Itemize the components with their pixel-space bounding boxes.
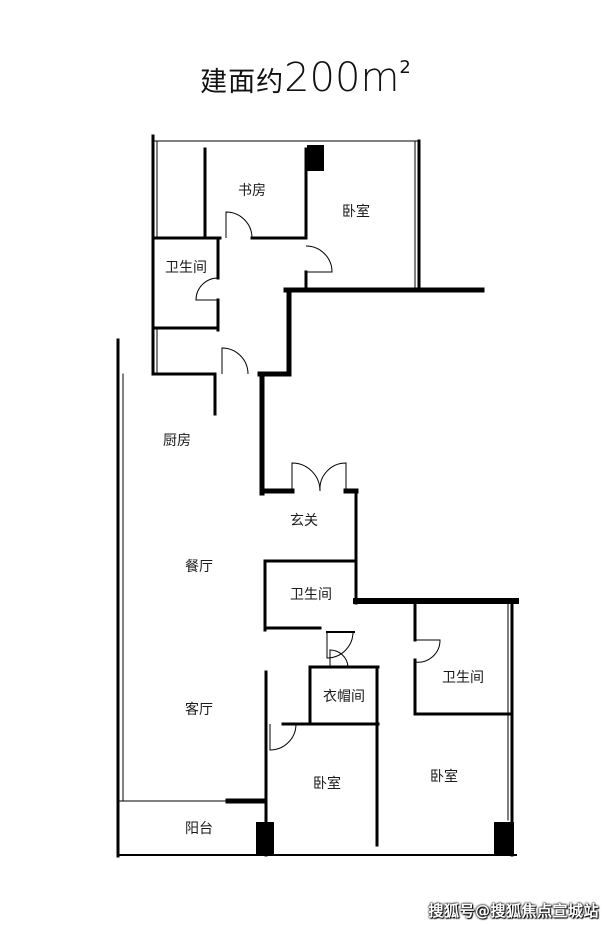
room-foyer: 玄关 (290, 513, 318, 529)
room-bedroom-top: 卧室 (342, 204, 370, 220)
room-living: 客厅 (185, 702, 213, 718)
room-study: 书房 (238, 183, 266, 199)
plan-title: 建面约200m2 (0, 55, 611, 101)
room-kitchen: 厨房 (163, 433, 191, 449)
room-cloakroom: 衣帽间 (323, 689, 365, 705)
door-bedroom-top (305, 245, 333, 273)
door-kitchen (221, 347, 249, 375)
column-bottom-right (494, 822, 514, 854)
door-bath-mid (326, 631, 354, 659)
column-top (307, 145, 324, 171)
title-area: 200m (284, 55, 400, 101)
door-bath-right (414, 639, 441, 663)
door-entry-right (319, 462, 347, 492)
room-balcony: 阳台 (185, 821, 213, 837)
room-bathroom-mid: 卫生间 (290, 587, 332, 603)
watermark: 搜狐号@搜狐焦点宣城站 (428, 902, 599, 920)
room-dining: 餐厅 (185, 559, 213, 575)
room-bathroom-right: 卫生间 (442, 670, 484, 686)
room-bathroom-top: 卫生间 (165, 260, 207, 276)
room-bedroom-bottom-right: 卧室 (430, 769, 458, 785)
door-study (225, 211, 253, 239)
door-cloak (329, 649, 349, 668)
door-bath-top (195, 277, 219, 301)
door-bedroom-left (269, 723, 297, 751)
room-bedroom-bottom-left: 卧室 (313, 776, 341, 792)
title-prefix: 建面约 (200, 67, 285, 98)
column-bottom-left (256, 822, 274, 854)
door-entry-left (291, 462, 321, 492)
title-superscript: 2 (399, 57, 411, 78)
